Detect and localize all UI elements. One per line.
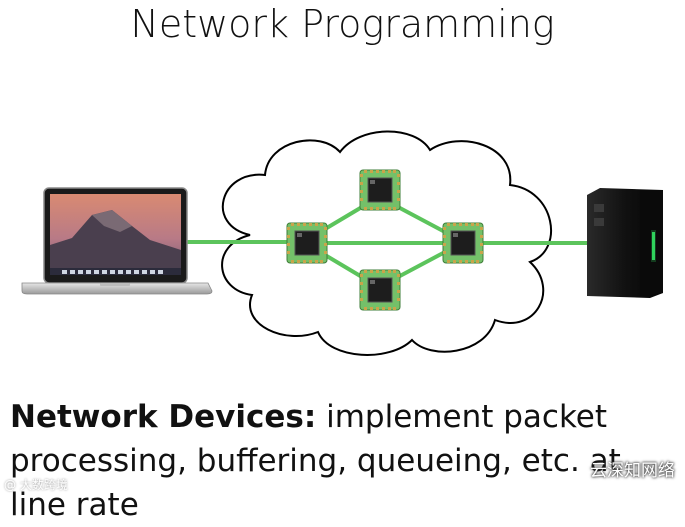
- network-links: [183, 205, 589, 279]
- link-bottom-right: [396, 250, 447, 279]
- page-title: Network Programming: [130, 2, 555, 46]
- switch-top: [359, 169, 401, 211]
- link-top-right: [396, 205, 447, 234]
- switch-bottom: [359, 269, 401, 311]
- server-icon: [587, 188, 663, 298]
- watermark-right: 云深知网络: [590, 461, 675, 481]
- network-diagram: [21, 130, 663, 356]
- watermark-left: @ 大数跨境: [4, 478, 68, 492]
- switch-left: [286, 222, 328, 264]
- caption-heading: Network Devices:: [10, 399, 317, 435]
- caption: Network Devices: implement packet proces…: [10, 395, 680, 527]
- laptop-icon: [21, 187, 213, 295]
- switch-right: [442, 222, 484, 264]
